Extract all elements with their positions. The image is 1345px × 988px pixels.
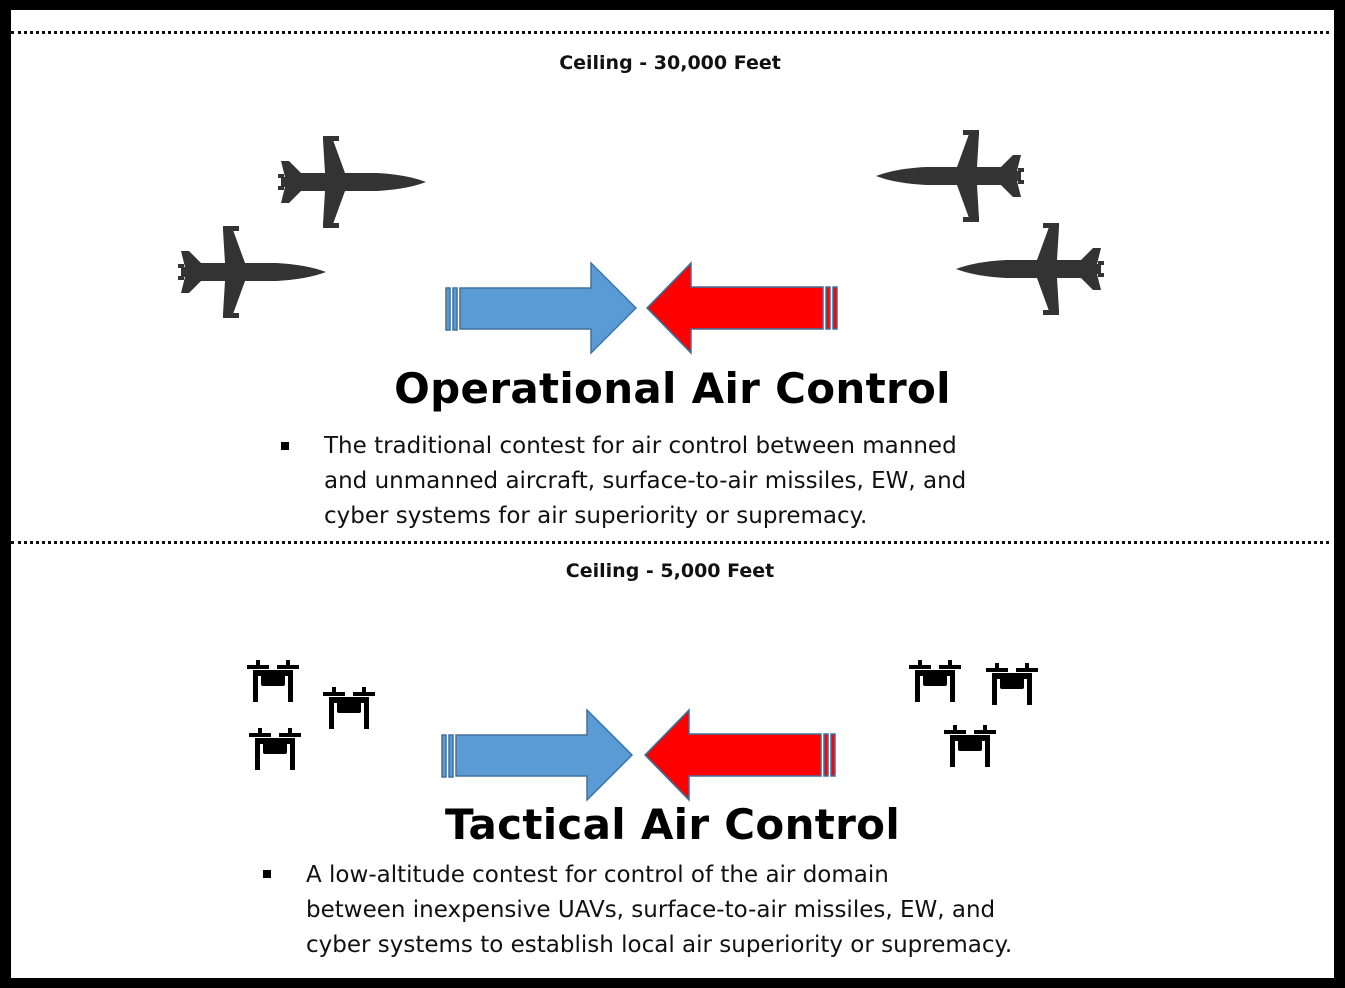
quadcopter-drone-icon — [944, 725, 996, 767]
operational-description-line: The traditional contest for air control … — [324, 433, 957, 459]
quadcopter-drone-icon — [247, 660, 299, 702]
tactical-description-line: cyber systems to establish local air sup… — [306, 932, 1013, 958]
quadcopter-drone-icon — [909, 660, 961, 702]
blue-arrow-right-icon — [445, 262, 637, 354]
red-arrow-left-icon — [646, 262, 838, 354]
operational-description-line: and unmanned aircraft, surface-to-air mi… — [324, 468, 967, 494]
quadcopter-drone-icon — [249, 728, 301, 770]
ceiling-line-5000 — [11, 541, 1329, 544]
operational-title: Operational Air Control — [394, 364, 951, 413]
red-arrow-left-icon — [644, 709, 836, 801]
diagram-frame: Ceiling - 30,000 Feet Ceiling - 5,000 Fe… — [11, 10, 1334, 978]
blue-arrow-right-icon — [441, 709, 633, 801]
tactical-description-line: between inexpensive UAVs, surface-to-air… — [306, 897, 996, 923]
fighter-jet-icon — [956, 223, 1104, 315]
ceiling-label-30000: Ceiling - 30,000 Feet — [559, 52, 781, 74]
fighter-jet-icon — [278, 136, 426, 228]
fighter-jet-icon — [876, 130, 1024, 222]
operational-bullet-marker — [281, 442, 289, 450]
tactical-description-line: A low-altitude contest for control of th… — [306, 862, 889, 888]
operational-description-line: cyber systems for air superiority or sup… — [324, 503, 868, 529]
fighter-jet-icon — [178, 226, 326, 318]
ceiling-label-5000: Ceiling - 5,000 Feet — [565, 560, 775, 582]
quadcopter-drone-icon — [986, 663, 1038, 705]
tactical-title: Tactical Air Control — [444, 800, 901, 849]
ceiling-line-30000 — [11, 31, 1329, 34]
operational-description: The traditional contest for air control … — [324, 429, 966, 534]
quadcopter-drone-icon — [323, 687, 375, 729]
tactical-description: A low-altitude contest for control of th… — [306, 858, 1012, 963]
tactical-bullet-marker — [263, 870, 271, 878]
